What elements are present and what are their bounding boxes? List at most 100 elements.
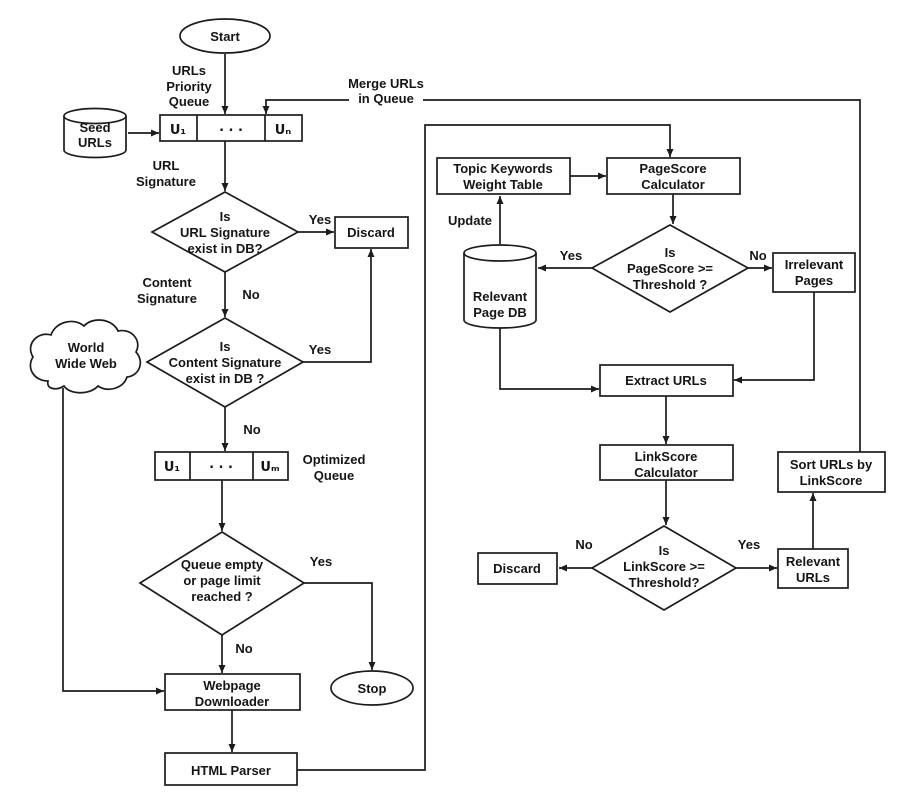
edge-parser-to-pagescore bbox=[297, 124, 674, 771]
queue-cell-dots: . . . bbox=[209, 457, 233, 472]
pagescore-calculator-label: Calculator bbox=[641, 177, 705, 192]
sort-urls-box bbox=[777, 451, 886, 493]
sort-urls-label: Sort URLs by bbox=[790, 457, 873, 472]
yes-label: Yes bbox=[309, 342, 331, 357]
pagescore-diamond-label: PageScore >= bbox=[627, 261, 713, 276]
queue-cell-um: Uₘ bbox=[260, 460, 279, 475]
irrelevant-pages-label: Irrelevant bbox=[785, 257, 844, 272]
html-parser-label: HTML Parser bbox=[191, 763, 271, 778]
seed-urls-cylinder-top bbox=[63, 107, 127, 125]
stop-label: Stop bbox=[358, 681, 387, 696]
urls-priority-queue-label: URLs bbox=[172, 63, 206, 78]
relevant-page-db-label: Relevant bbox=[473, 289, 528, 304]
webpage-downloader-label: Webpage bbox=[203, 678, 261, 693]
edge-www-to-downloader bbox=[62, 388, 164, 695]
stop-terminator bbox=[330, 670, 414, 706]
optimized-queue-label: Queue bbox=[314, 468, 354, 483]
content-signature-diamond-label: Content Signature bbox=[169, 355, 282, 370]
content-signature-diamond-label: Is bbox=[220, 339, 231, 354]
pagescore-calculator-label: PageScore bbox=[639, 161, 706, 176]
no-label: No bbox=[749, 248, 766, 263]
edge-irrelevant-to-extract-urls bbox=[734, 292, 815, 384]
discard-left-label: Discard bbox=[347, 225, 395, 240]
content-signature-diamond-label: exist in DB ? bbox=[186, 371, 265, 386]
yes-label: Yes bbox=[309, 212, 331, 227]
relevant-urls-box bbox=[777, 548, 849, 589]
queue-empty-diamond-label: or page limit bbox=[183, 573, 261, 588]
relevant-page-db-cylinder bbox=[463, 253, 537, 329]
no-label: No bbox=[243, 422, 260, 437]
extract-urls-label: Extract URLs bbox=[625, 373, 707, 388]
pagescore-threshold-diamond bbox=[590, 224, 750, 313]
url-signature-label: Signature bbox=[136, 174, 196, 189]
seed-urls-label: URLs bbox=[78, 135, 112, 150]
url-signature-diamond-label: URL Signature bbox=[180, 225, 270, 240]
content-signature-label: Content bbox=[142, 275, 192, 290]
world-wide-web-cloud bbox=[29, 319, 142, 394]
update-label: Update bbox=[448, 213, 492, 228]
topic-keywords-table-label: Topic Keywords bbox=[453, 161, 552, 176]
queue-empty-diamond-label: reached ? bbox=[191, 589, 252, 604]
linkscore-calculator-box bbox=[599, 444, 734, 481]
start-terminator bbox=[179, 18, 271, 54]
irrelevant-pages-label: Pages bbox=[795, 273, 833, 288]
url-signature-diamond bbox=[150, 191, 300, 273]
urls-priority-queue-label: Queue bbox=[169, 94, 209, 109]
webpage-downloader-box bbox=[164, 673, 301, 711]
linkscore-diamond-label: LinkScore >= bbox=[623, 559, 705, 574]
seed-urls-label: Seed bbox=[79, 120, 110, 135]
yes-label: Yes bbox=[738, 537, 760, 552]
relevant-urls-label: URLs bbox=[796, 570, 830, 585]
queue-cell-u1: U₁ bbox=[164, 460, 180, 475]
world-wide-web-label: Wide Web bbox=[55, 356, 117, 371]
queue-cell-un: Uₙ bbox=[275, 123, 292, 138]
pagescore-diamond-label: Is bbox=[665, 245, 676, 260]
url-signature-diamond-label: exist in DB? bbox=[187, 241, 262, 256]
yes-label: Yes bbox=[310, 554, 332, 569]
start-label: Start bbox=[210, 29, 240, 44]
queue-cell-dots: . . . bbox=[219, 120, 243, 135]
relevant-urls-label: Relevant bbox=[786, 554, 841, 569]
discard-right-box bbox=[477, 552, 558, 585]
no-label: No bbox=[575, 537, 592, 552]
discard-left-box bbox=[334, 216, 409, 249]
no-label: No bbox=[242, 287, 259, 302]
content-signature-label: Signature bbox=[137, 291, 197, 306]
linkscore-calculator-label: Calculator bbox=[634, 465, 698, 480]
discard-right-label: Discard bbox=[493, 561, 541, 576]
pagescore-diamond-label: Threshold ? bbox=[633, 277, 707, 292]
relevant-page-db-label: Page DB bbox=[473, 305, 526, 320]
relevant-page-db-cylinder-top bbox=[463, 244, 537, 262]
linkscore-calculator-label: LinkScore bbox=[635, 449, 698, 464]
optimized-queue-label: Optimized bbox=[303, 452, 366, 467]
edge-content-signature-yes-to-discard bbox=[303, 249, 375, 363]
priority-queue-box bbox=[159, 114, 303, 142]
merge-urls-label: Merge URLs bbox=[348, 76, 424, 91]
optimized-queue-box bbox=[154, 451, 289, 481]
merge-label-backing bbox=[349, 76, 423, 108]
no-label: No bbox=[235, 641, 252, 656]
url-signature-diamond-label: Is bbox=[220, 209, 231, 224]
queue-cell-u1: U₁ bbox=[170, 123, 186, 138]
urls-priority-queue-label: Priority bbox=[166, 79, 212, 94]
world-wide-web-label: World bbox=[68, 340, 105, 355]
topic-keywords-table-box bbox=[436, 157, 571, 195]
linkscore-diamond-label: Threshold? bbox=[629, 575, 700, 590]
edge-merge-urls-to-queue bbox=[262, 99, 861, 452]
irrelevant-pages-box bbox=[772, 252, 856, 293]
sort-urls-label: LinkScore bbox=[800, 473, 863, 488]
seed-urls-cylinder bbox=[63, 116, 127, 159]
queue-empty-diamond-label: Queue empty bbox=[181, 557, 264, 572]
linkscore-threshold-diamond bbox=[590, 525, 738, 611]
yes-label: Yes bbox=[560, 248, 582, 263]
queue-empty-diamond bbox=[138, 530, 306, 637]
webpage-downloader-label: Downloader bbox=[195, 694, 269, 709]
pagescore-calculator-box bbox=[606, 157, 741, 195]
content-signature-diamond bbox=[145, 317, 305, 408]
edge-db-to-extract-urls bbox=[499, 328, 599, 393]
edge-queue-empty-yes-to-stop bbox=[304, 582, 376, 670]
topic-keywords-table-label: Weight Table bbox=[463, 177, 543, 192]
linkscore-diamond-label: Is bbox=[659, 543, 670, 558]
